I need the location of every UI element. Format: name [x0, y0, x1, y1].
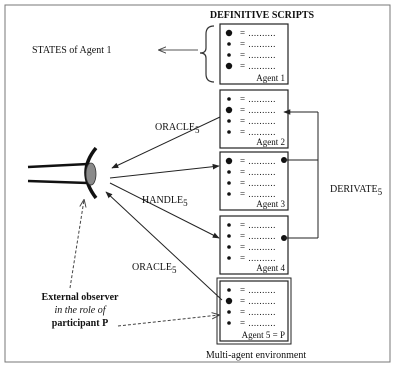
oracle-top-label: ORACLE5	[155, 122, 200, 135]
state-row: = ..........	[240, 167, 276, 177]
state-bullet	[225, 106, 233, 114]
state-bullet	[227, 310, 231, 314]
agent-label: Agent 4	[256, 263, 285, 273]
svg-text:External observer: External observer	[42, 292, 119, 303]
agent-box-2: = ..........= ..........= ..........= ..…	[219, 89, 289, 149]
state-bullet	[227, 170, 231, 174]
state-row: = ..........	[240, 50, 276, 60]
state-row: = ..........	[240, 307, 276, 317]
state-bullet	[227, 321, 231, 325]
state-bullet	[227, 130, 231, 134]
handle-label: HANDLE5	[142, 195, 188, 208]
state-bullet	[227, 234, 231, 238]
state-bullet	[225, 29, 233, 37]
state-bullet	[225, 62, 233, 70]
state-row: = ..........	[240, 116, 276, 126]
agent-box-4: = ..........= ..........= ..........= ..…	[219, 215, 289, 275]
state-bullet	[227, 192, 231, 196]
outer-frame	[4, 4, 391, 363]
state-bullet	[227, 53, 231, 57]
state-bullet	[225, 157, 233, 165]
agent-box-frame	[219, 89, 289, 149]
state-row: = ..........	[240, 231, 276, 241]
agent-label: Agent 1	[256, 73, 285, 83]
state-bullet	[227, 97, 231, 101]
agent-box-frame	[219, 215, 289, 275]
agent-label: Agent 5 = P	[242, 330, 285, 340]
observer-eye-link	[69, 200, 84, 289]
agent-boxes: = ..........= ..........= ..........= ..…	[216, 23, 292, 345]
oracle-bottom-arrow	[105, 191, 223, 301]
handle-arrow-agent4	[109, 182, 220, 239]
state-bullet	[227, 119, 231, 123]
state-row: = ..........	[240, 105, 276, 115]
eye-icon	[27, 146, 98, 200]
state-row: = ..........	[240, 28, 276, 38]
state-bullet	[227, 223, 231, 227]
agent-box-outer-frame	[216, 277, 292, 345]
state-bullet	[227, 288, 231, 292]
state-row: = ..........	[240, 127, 276, 137]
state-row: = ..........	[240, 253, 276, 263]
state-bullet	[227, 42, 231, 46]
agent-box-1: = ..........= ..........= ..........= ..…	[219, 23, 289, 85]
state-bullet	[225, 297, 233, 305]
state-bullet	[227, 245, 231, 249]
observer-label: External observer in the role of partici…	[42, 292, 119, 329]
state-row: = ..........	[240, 318, 276, 328]
state-row: = ..........	[240, 242, 276, 252]
derivate-label: DERIVATE5	[330, 184, 383, 197]
svg-text:participant P: participant P	[52, 318, 108, 329]
handle-arrow-agent3	[109, 163, 220, 179]
diagram-title: DEFINITIVE SCRIPTS	[210, 10, 315, 21]
state-row: = ..........	[240, 61, 276, 71]
state-row: = ..........	[240, 156, 276, 166]
state-row: = ..........	[240, 94, 276, 104]
svg-text:in the role of: in the role of	[54, 305, 106, 316]
state-row: = ..........	[240, 189, 276, 199]
agent-box-5: = ..........= ..........= ..........= ..…	[216, 277, 292, 345]
derivate-connector	[281, 109, 319, 241]
observer-agent5-link	[117, 315, 219, 327]
agent-box-frame	[219, 280, 289, 342]
state-row: = ..........	[240, 296, 276, 306]
agent-box-3: = ..........= ..........= ..........= ..…	[219, 151, 289, 211]
agent-label: Agent 3	[256, 199, 285, 209]
agent-label: Agent 2	[256, 137, 285, 147]
state-row: = ..........	[240, 39, 276, 49]
state-bullet	[227, 256, 231, 260]
oracle-bottom-label: ORACLE5	[132, 262, 177, 275]
agent1-brace	[199, 25, 215, 83]
state-row: = ..........	[240, 220, 276, 230]
states-label: STATES of Agent 1	[32, 45, 111, 56]
oracle-top-arrow	[111, 116, 221, 169]
state-row: = ..........	[240, 285, 276, 295]
state-row: = ..........	[240, 178, 276, 188]
agent-box-frame	[219, 23, 289, 85]
environment-label: Multi-agent environment	[206, 350, 306, 361]
state-bullet	[227, 181, 231, 185]
